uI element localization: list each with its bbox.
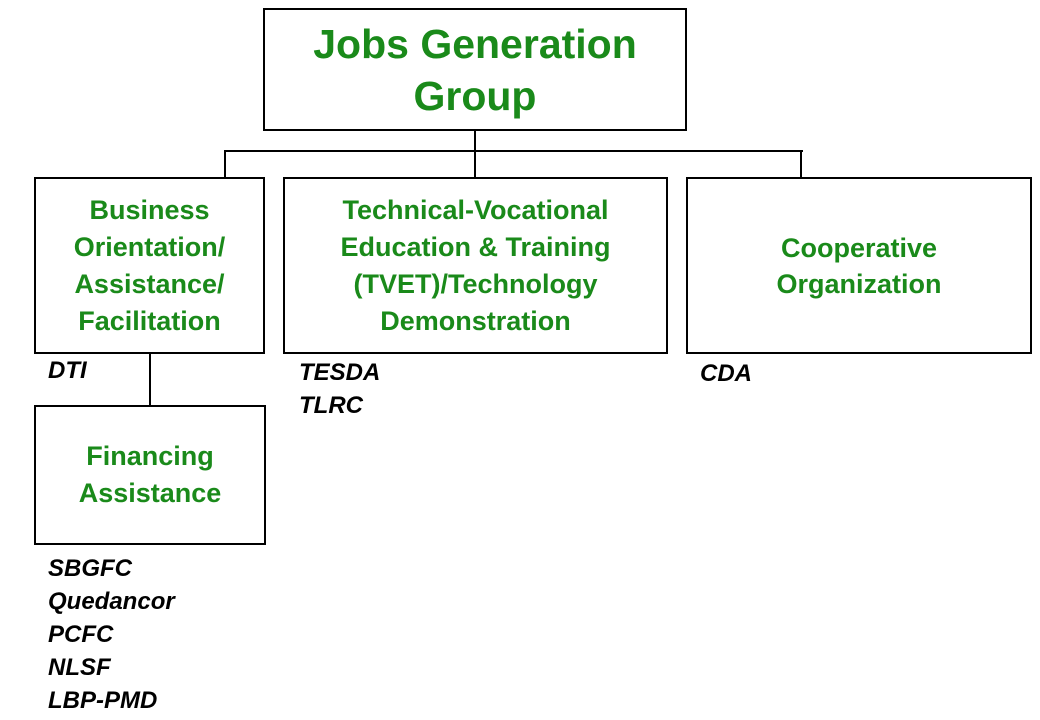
node-business-orientation: Business Orientation/ Assistance/ Facili… [34, 177, 265, 354]
agency-item: SBGFC [48, 555, 132, 582]
connector-root-down [474, 131, 476, 152]
connector-business-to-finance [149, 354, 151, 406]
agency-item: LBP-PMD [48, 687, 158, 714]
node-business-label: Business Orientation/ Assistance/ Facili… [73, 194, 226, 336]
agency-item: CDA [700, 360, 752, 387]
agency-list-business: DTI [48, 354, 87, 387]
agency-item: NLSF [48, 654, 111, 681]
agency-item: TLRC [299, 392, 363, 419]
agency-item: Quedancor [48, 588, 175, 615]
agency-list-finance: SBGFC Quedancor PCFC NLSF LBP-PMD [48, 552, 175, 717]
agency-item: DTI [48, 357, 87, 384]
node-financing-assistance: Financing Assistance [34, 405, 266, 545]
connector-to-business [224, 150, 226, 178]
agency-item: PCFC [48, 621, 114, 648]
connector-horizontal-bus [224, 150, 803, 152]
root-node-label: Jobs Generation Group [313, 20, 637, 119]
agency-item: TESDA [299, 359, 381, 386]
node-tvet-label: Technical-Vocational Education & Trainin… [340, 194, 611, 336]
node-tvet: Technical-Vocational Education & Trainin… [283, 177, 668, 354]
node-coop-label: Cooperative Organization [776, 232, 942, 299]
connector-to-tvet [474, 150, 476, 178]
agency-list-coop: CDA [700, 357, 752, 390]
node-finance-label: Financing Assistance [78, 441, 222, 508]
agency-list-tvet: TESDA TLRC [299, 356, 380, 422]
connector-to-coop [800, 150, 802, 178]
root-node-jobs-generation-group: Jobs Generation Group [263, 8, 687, 131]
node-cooperative-organization: Cooperative Organization [686, 177, 1032, 354]
